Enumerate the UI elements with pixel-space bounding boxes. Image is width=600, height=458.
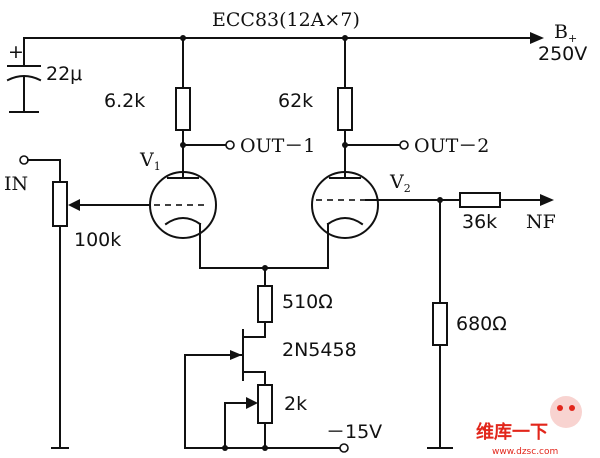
cathode-resistor-value: 510Ω [282, 291, 333, 313]
output-2-label: OUT－2 [414, 135, 489, 157]
nf-output-label: NF [526, 211, 556, 233]
jfet [184, 329, 266, 449]
source-pot [224, 384, 273, 449]
supply-rail [23, 32, 544, 44]
capacitor-polarity: + [8, 41, 24, 63]
watermark-brand: 维库一下 [476, 421, 548, 443]
shunt-resistor [432, 199, 448, 449]
plate-resistor-1 [175, 37, 235, 174]
supply-voltage: 250V [538, 43, 587, 65]
plate-resistor-1-value: 6.2k [104, 90, 145, 112]
cathode-network [199, 237, 329, 338]
tube-v1-label: V1 [139, 149, 161, 173]
capacitor-value: 22μ [46, 63, 82, 85]
output-1-label: OUT－1 [240, 135, 315, 157]
capacitor-22u [6, 37, 42, 113]
plate-resistor-2 [337, 37, 409, 174]
tube-v1 [149, 171, 217, 239]
supply-label: B+ [554, 21, 577, 45]
jfet-part-number: 2N5458 [282, 339, 357, 361]
input-pot-value: 100k [74, 229, 121, 251]
negative-supply-label: －15V [326, 421, 382, 443]
tube-v2-label: V2 [389, 171, 411, 195]
shunt-resistor-value: 680Ω [456, 313, 507, 335]
bottom-rail [51, 443, 453, 453]
plate-resistor-2-value: 62k [278, 90, 313, 112]
watermark-logo: 维库一下 www.dzsc.com [476, 396, 582, 457]
tube-type-label: ECC83(12A×7) [212, 9, 360, 31]
input-label: IN [4, 173, 28, 195]
source-pot-value: 2k [284, 393, 307, 415]
watermark-url: www.dzsc.com [492, 447, 558, 457]
output-series-resistor [437, 192, 554, 208]
tube-v2 [311, 171, 441, 239]
series-resistor-value: 36k [462, 211, 497, 233]
input-pot [19, 155, 151, 449]
